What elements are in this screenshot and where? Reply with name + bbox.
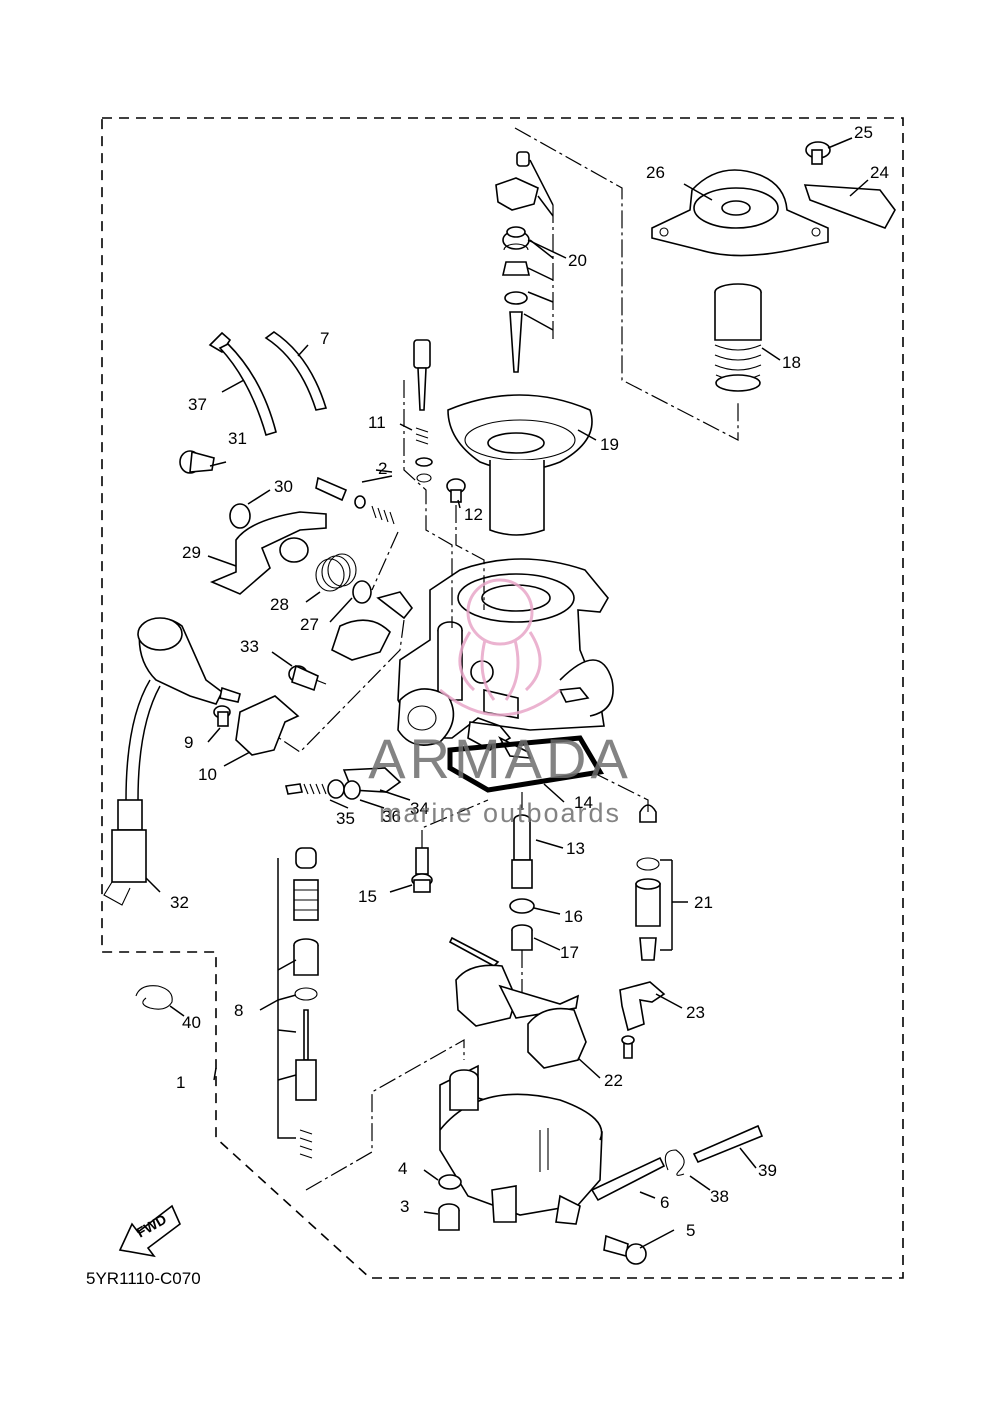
fwd-arrow-icon: FWD xyxy=(118,1204,181,1258)
callout-37: 37 xyxy=(188,395,207,414)
callout-1: 1 xyxy=(176,1073,185,1092)
jet-needle-set xyxy=(495,151,539,373)
vent-hose-7 xyxy=(264,331,328,411)
callout-14: 14 xyxy=(574,793,593,812)
needle-jet xyxy=(511,814,533,889)
callout-31: 31 xyxy=(228,429,247,448)
throttle-spring xyxy=(714,283,762,392)
callout-22: 22 xyxy=(604,1071,623,1090)
assembly-boundary xyxy=(101,117,904,1279)
callout-33: 33 xyxy=(240,637,259,656)
callout-2: 2 xyxy=(378,459,387,478)
callout-36: 36 xyxy=(382,807,401,826)
throttle-stop-screw xyxy=(285,779,345,799)
callout-23: 23 xyxy=(686,1003,705,1022)
callout-28: 28 xyxy=(270,595,289,614)
starter-jet-stack xyxy=(293,847,319,1159)
callout-35: 35 xyxy=(336,809,355,828)
callout-21: 21 xyxy=(694,893,713,912)
callout-13: 13 xyxy=(566,839,585,858)
bracket-screw xyxy=(213,705,231,727)
callout-9: 9 xyxy=(184,733,193,752)
choke-lever xyxy=(209,511,327,595)
top-cover xyxy=(651,169,829,257)
washer-16 xyxy=(509,898,535,914)
float-needle-valve xyxy=(635,804,661,961)
callout-7: 7 xyxy=(320,329,329,348)
callout-29: 29 xyxy=(182,543,201,562)
pilot-screw-set xyxy=(413,339,433,483)
washer-30 xyxy=(229,503,251,529)
choke-actuator xyxy=(103,617,241,906)
watermark-tagline: marine outboards xyxy=(379,798,621,828)
pilot-jet xyxy=(411,847,433,893)
chamber-screw xyxy=(446,478,466,503)
float-bowl-gasket xyxy=(447,735,605,793)
mounting-plate xyxy=(235,695,300,756)
pivot-bolt xyxy=(179,450,215,474)
float-bowl xyxy=(439,1064,603,1225)
diagram-code: 5YR1110-C070 xyxy=(86,1269,201,1288)
callout-6: 6 xyxy=(660,1193,669,1212)
callout-19: 19 xyxy=(600,435,619,454)
callout-25: 25 xyxy=(854,123,873,142)
callout-17: 17 xyxy=(560,943,579,962)
callout-27: 27 xyxy=(300,615,319,634)
vent-hose-37 xyxy=(208,331,277,436)
callout-40: 40 xyxy=(182,1013,201,1032)
callout-10: 10 xyxy=(198,765,217,784)
callout-15: 15 xyxy=(358,887,377,906)
spring-36 xyxy=(343,780,361,800)
leader-lines xyxy=(145,137,869,1249)
washer-27 xyxy=(352,580,372,604)
hose-clip xyxy=(664,1149,685,1176)
callout-11: 11 xyxy=(368,413,386,432)
drain-screw xyxy=(603,1234,647,1265)
idle-screw-set xyxy=(315,476,395,525)
callout-38: 38 xyxy=(710,1187,729,1206)
main-jet xyxy=(511,924,533,951)
callout-16: 16 xyxy=(564,907,583,926)
callout-39: 39 xyxy=(758,1161,777,1180)
callout-32: 32 xyxy=(170,893,189,912)
armada-watermark: ARMADA marine outboards xyxy=(368,578,632,828)
washer-4 xyxy=(438,1174,462,1190)
drain-hose xyxy=(590,1156,666,1202)
callout-8: 8 xyxy=(234,1001,243,1020)
callout-20: 20 xyxy=(568,251,587,270)
bowl-screw xyxy=(438,1203,460,1231)
watermark-brand: ARMADA xyxy=(368,727,632,790)
octopus-logo-icon xyxy=(439,578,561,717)
callout-34: 34 xyxy=(410,799,429,818)
callout-4: 4 xyxy=(398,1159,407,1178)
choke-spring xyxy=(315,553,357,592)
callout-26: 26 xyxy=(646,163,665,182)
float xyxy=(448,936,587,1069)
starter-plunger xyxy=(288,664,327,692)
overflow-hose xyxy=(692,1124,764,1164)
callout-30: 30 xyxy=(274,477,293,496)
callout-3: 3 xyxy=(400,1197,409,1216)
callout-5: 5 xyxy=(686,1221,695,1240)
callout-24: 24 xyxy=(870,163,889,182)
callout-18: 18 xyxy=(782,353,801,372)
clip-40 xyxy=(135,985,173,1010)
cable-bracket xyxy=(803,184,896,229)
callout-12: 12 xyxy=(464,505,483,524)
cover-screw xyxy=(805,141,831,165)
float-clip xyxy=(619,981,666,1059)
vacuum-diaphragm xyxy=(447,394,593,536)
